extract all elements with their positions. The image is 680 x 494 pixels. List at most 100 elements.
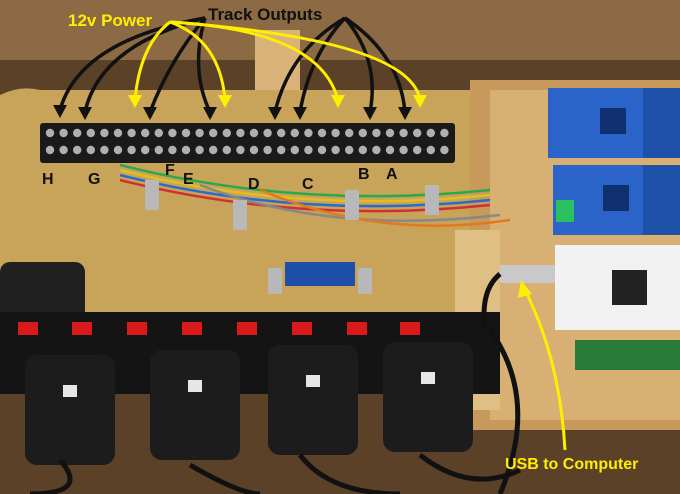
terminal-screw bbox=[358, 145, 367, 155]
label-output-a: A bbox=[386, 166, 398, 183]
terminal-screw bbox=[86, 128, 96, 138]
terminal-screw bbox=[372, 128, 381, 138]
terminal-screw bbox=[127, 128, 136, 138]
terminal-screw bbox=[358, 128, 367, 138]
wall-adapter bbox=[150, 350, 240, 460]
wire-clamps bbox=[145, 180, 439, 230]
power-switch[interactable] bbox=[18, 322, 38, 335]
terminal-screw bbox=[168, 128, 177, 138]
terminal-screw bbox=[331, 128, 340, 138]
label-output-h: H bbox=[42, 171, 54, 188]
terminal-screw bbox=[249, 145, 259, 155]
terminal-screw bbox=[181, 128, 191, 138]
terminal-screw bbox=[440, 128, 449, 138]
terminal-screw bbox=[181, 145, 191, 155]
terminal-screw bbox=[345, 128, 354, 138]
terminal-screw bbox=[249, 128, 259, 138]
terminal-screw bbox=[413, 128, 422, 138]
label-output-c: C bbox=[302, 176, 314, 193]
terminal-screw bbox=[372, 145, 381, 155]
terminal-screw bbox=[345, 145, 354, 155]
power-switch[interactable] bbox=[182, 322, 202, 335]
terminal-screw bbox=[45, 145, 55, 155]
terminal-screw bbox=[263, 145, 272, 155]
terminal-screw bbox=[100, 145, 109, 155]
power-switch[interactable] bbox=[400, 322, 420, 335]
terminal-screw bbox=[426, 128, 435, 138]
adapter-tag bbox=[63, 385, 77, 397]
terminal-screw bbox=[222, 128, 231, 138]
terminal-screw bbox=[222, 145, 231, 155]
terminal-screw bbox=[209, 128, 218, 138]
wall-adapter bbox=[268, 345, 358, 455]
terminal-screw bbox=[127, 145, 136, 155]
power-switch[interactable] bbox=[347, 322, 367, 335]
terminal-screw bbox=[236, 145, 245, 155]
track-output-arrows bbox=[58, 16, 407, 113]
power-switch[interactable] bbox=[237, 322, 257, 335]
terminal-screw bbox=[100, 128, 109, 138]
label-output-b: B bbox=[358, 166, 370, 183]
wire-bundle bbox=[119, 163, 511, 227]
power-brick bbox=[0, 262, 85, 322]
power-switch[interactable] bbox=[72, 322, 92, 335]
label-output-e: E bbox=[183, 171, 194, 188]
terminal-screw bbox=[59, 145, 68, 155]
terminal-screw bbox=[440, 145, 449, 155]
terminal-screw bbox=[86, 145, 96, 155]
terminal-screw bbox=[113, 145, 123, 155]
motor-shields bbox=[548, 88, 680, 235]
terminal-screw bbox=[113, 128, 123, 138]
power-switch[interactable] bbox=[127, 322, 147, 335]
terminal-screw bbox=[45, 128, 55, 138]
terminal-screw bbox=[73, 128, 82, 138]
power-switch[interactable] bbox=[292, 322, 312, 335]
terminal-screw bbox=[195, 128, 204, 138]
terminal-screw bbox=[385, 128, 395, 138]
terminal-screw bbox=[413, 145, 422, 155]
adapter-tag bbox=[306, 375, 320, 387]
power-strip-switches bbox=[18, 322, 420, 335]
label-usb-to-computer: USB to Computer bbox=[505, 456, 639, 473]
terminal-screw bbox=[304, 128, 313, 138]
terminal-screw bbox=[290, 145, 299, 155]
terminal-screw bbox=[277, 128, 286, 138]
terminal-screw bbox=[399, 145, 408, 155]
terminal-screw bbox=[331, 145, 340, 155]
wall-adapter bbox=[25, 355, 115, 465]
terminal-screw bbox=[154, 145, 163, 155]
terminal-screw bbox=[73, 145, 82, 155]
terminal-screw bbox=[168, 145, 177, 155]
terminal-screw bbox=[59, 128, 68, 138]
terminal-screw bbox=[263, 128, 272, 138]
label-output-g: G bbox=[88, 171, 101, 188]
usb-plug bbox=[500, 265, 555, 283]
terminal-screw bbox=[317, 145, 327, 155]
terminal-screw bbox=[141, 128, 150, 138]
terminal-screw bbox=[317, 128, 327, 138]
terminal-screw bbox=[154, 128, 163, 138]
terminal-screw bbox=[385, 145, 395, 155]
terminal-screw bbox=[277, 145, 286, 155]
terminal-screw bbox=[304, 145, 313, 155]
terminal-screw bbox=[209, 145, 218, 155]
power-arrows bbox=[133, 20, 422, 101]
regulator-board bbox=[285, 262, 355, 286]
terminal-screw bbox=[399, 128, 408, 138]
label-track-outputs: Track Outputs bbox=[208, 5, 323, 24]
label-output-f: F bbox=[165, 162, 175, 179]
adapter-tag bbox=[188, 380, 202, 392]
label-12v-power: 12v Power bbox=[68, 11, 153, 30]
terminal-screw bbox=[141, 145, 150, 155]
terminal-screw bbox=[290, 128, 299, 138]
terminal-strip bbox=[40, 123, 455, 163]
terminal-screw bbox=[426, 145, 435, 155]
terminal-screws bbox=[45, 128, 449, 155]
usb-arrow bbox=[518, 280, 567, 451]
wall-adapter bbox=[383, 342, 473, 452]
label-output-d: D bbox=[248, 176, 260, 193]
terminal-screw bbox=[195, 145, 204, 155]
wall-adapters bbox=[25, 342, 473, 465]
